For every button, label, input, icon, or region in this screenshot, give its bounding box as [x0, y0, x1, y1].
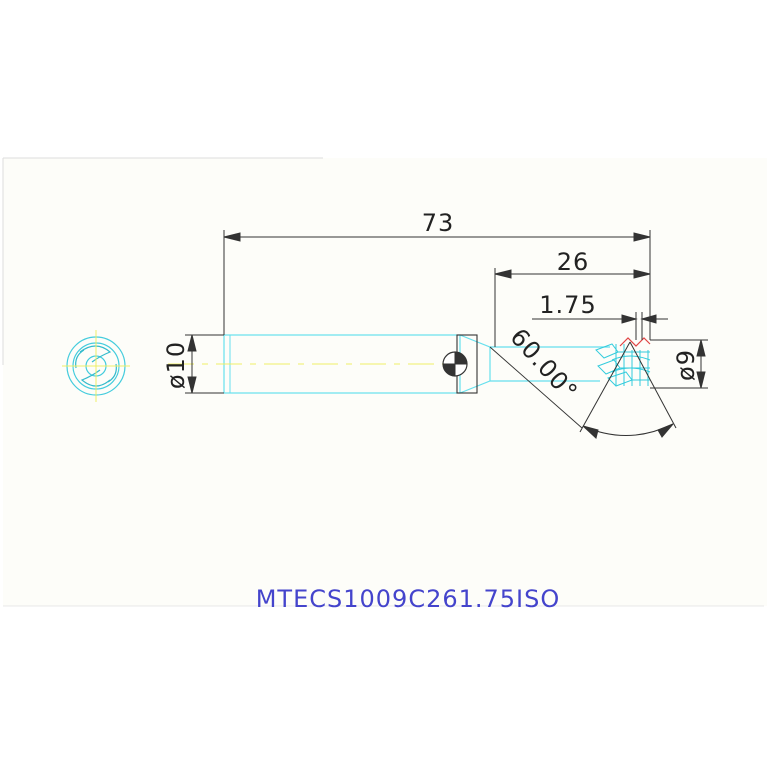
section-marker-symbol: [442, 351, 468, 377]
thread-profile-highlight: [619, 337, 651, 347]
dimension-shank-diameter: ø10: [162, 341, 190, 389]
dimension-overall-length: 73: [422, 209, 455, 237]
tool-end-view: [62, 330, 130, 402]
drawing-sheet: [2, 157, 767, 607]
part-number-label: MTECS1009C261.75ISO: [256, 585, 561, 613]
dimension-pitch: 1.75: [539, 291, 596, 319]
dimension-lines: [185, 230, 708, 439]
dimension-cutting-diameter: ø9: [672, 349, 700, 381]
thread-cutting-head: [595, 343, 651, 387]
dimension-cutting-length: 26: [557, 248, 590, 276]
